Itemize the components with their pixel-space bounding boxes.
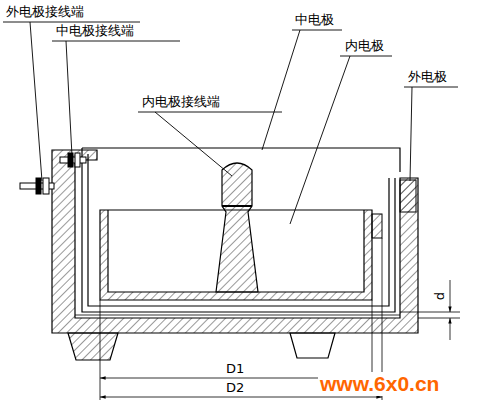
gap-line: [75, 315, 400, 316]
middle-electrode: [82, 148, 400, 312]
dimension-d: [400, 280, 460, 340]
leader-lines: [3, 22, 458, 224]
outer-terminal: [20, 178, 54, 194]
watermark: www.6x0.cn: [318, 372, 441, 396]
callout-label: 外电极: [408, 69, 447, 85]
dimension-label: D1: [226, 361, 244, 377]
foot: [290, 333, 335, 358]
clamp-screw: [400, 180, 416, 212]
callout-label: 中电极接线端: [56, 23, 134, 39]
contact-pad: [372, 214, 382, 238]
middle-terminal: [60, 153, 86, 167]
callout-label: 中电极: [295, 12, 334, 28]
callout-label: 内电极接线端: [142, 94, 220, 110]
dimension-label: D2: [226, 380, 244, 396]
dimension-label: d: [432, 292, 448, 300]
post-joint: [222, 205, 252, 207]
callout-label: 内电极: [345, 38, 384, 54]
callout-label: 外电极接线端: [6, 4, 84, 20]
inner-post: [216, 163, 258, 292]
foot: [68, 333, 118, 360]
